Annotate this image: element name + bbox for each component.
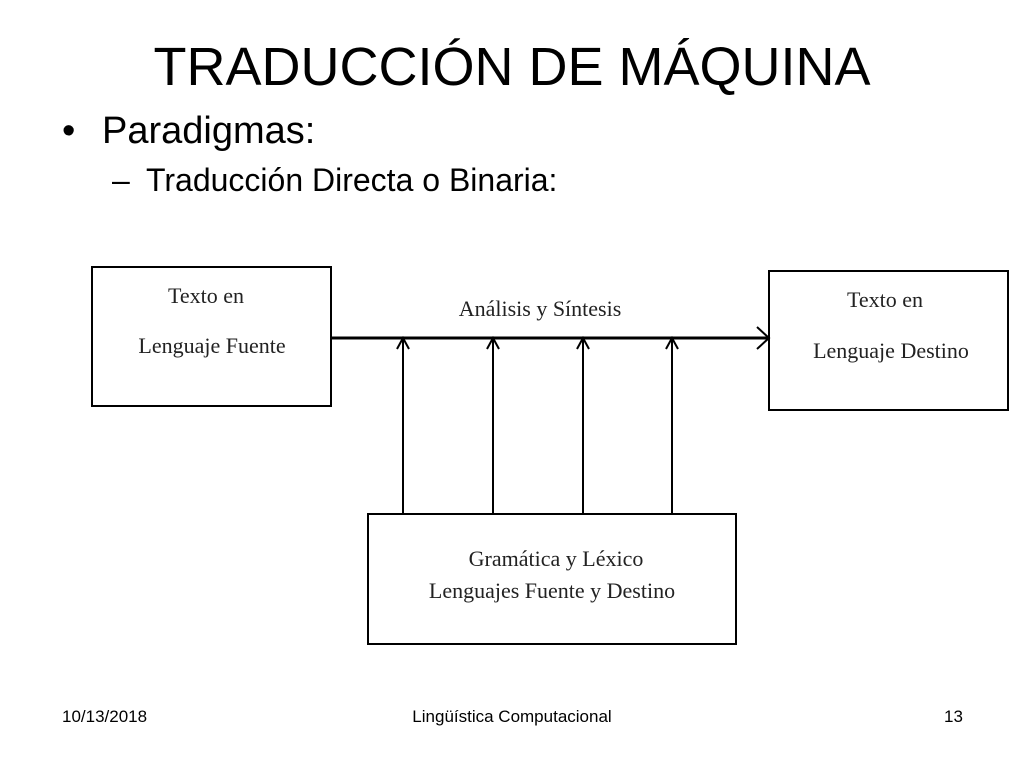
footer-date: 10/13/2018 xyxy=(62,707,148,726)
bullet-paradigmas: • Paradigmas: xyxy=(62,108,315,154)
resource-box-line-2: Lenguajes Fuente y Destino xyxy=(429,578,675,603)
bullet-text: Paradigmas: xyxy=(102,110,316,152)
target-text-box xyxy=(768,270,1009,411)
resource-arrowhead-3 xyxy=(576,335,590,350)
sub-bullet-text: Traducción Directa o Binaria: xyxy=(146,162,558,198)
target-box-line-1: Texto en xyxy=(847,287,923,312)
resource-arrowhead-1 xyxy=(396,335,410,350)
grammar-lexicon-box xyxy=(367,513,737,645)
footer-page-number: 13 xyxy=(944,707,963,726)
target-box-line-2: Lenguaje Destino xyxy=(813,338,969,363)
slide-title: TRADUCCIÓN DE MÁQUINA xyxy=(153,37,871,97)
resource-arrowhead-4 xyxy=(665,335,679,350)
resource-arrowhead-2 xyxy=(486,335,500,350)
bullet-marker: • xyxy=(62,110,76,152)
main-flow-arrowhead xyxy=(756,326,771,350)
source-box-line-1: Texto en xyxy=(168,283,244,308)
resource-box-line-1: Gramática y Léxico xyxy=(469,546,644,571)
sub-bullet-traduccion-directa: –Traducción Directa o Binaria: xyxy=(112,160,557,200)
footer-course-title: Lingüística Computacional xyxy=(412,707,612,726)
sub-bullet-marker: – xyxy=(112,162,130,198)
source-box-line-2: Lenguaje Fuente xyxy=(138,333,285,358)
arrow-label: Análisis y Síntesis xyxy=(459,296,622,321)
